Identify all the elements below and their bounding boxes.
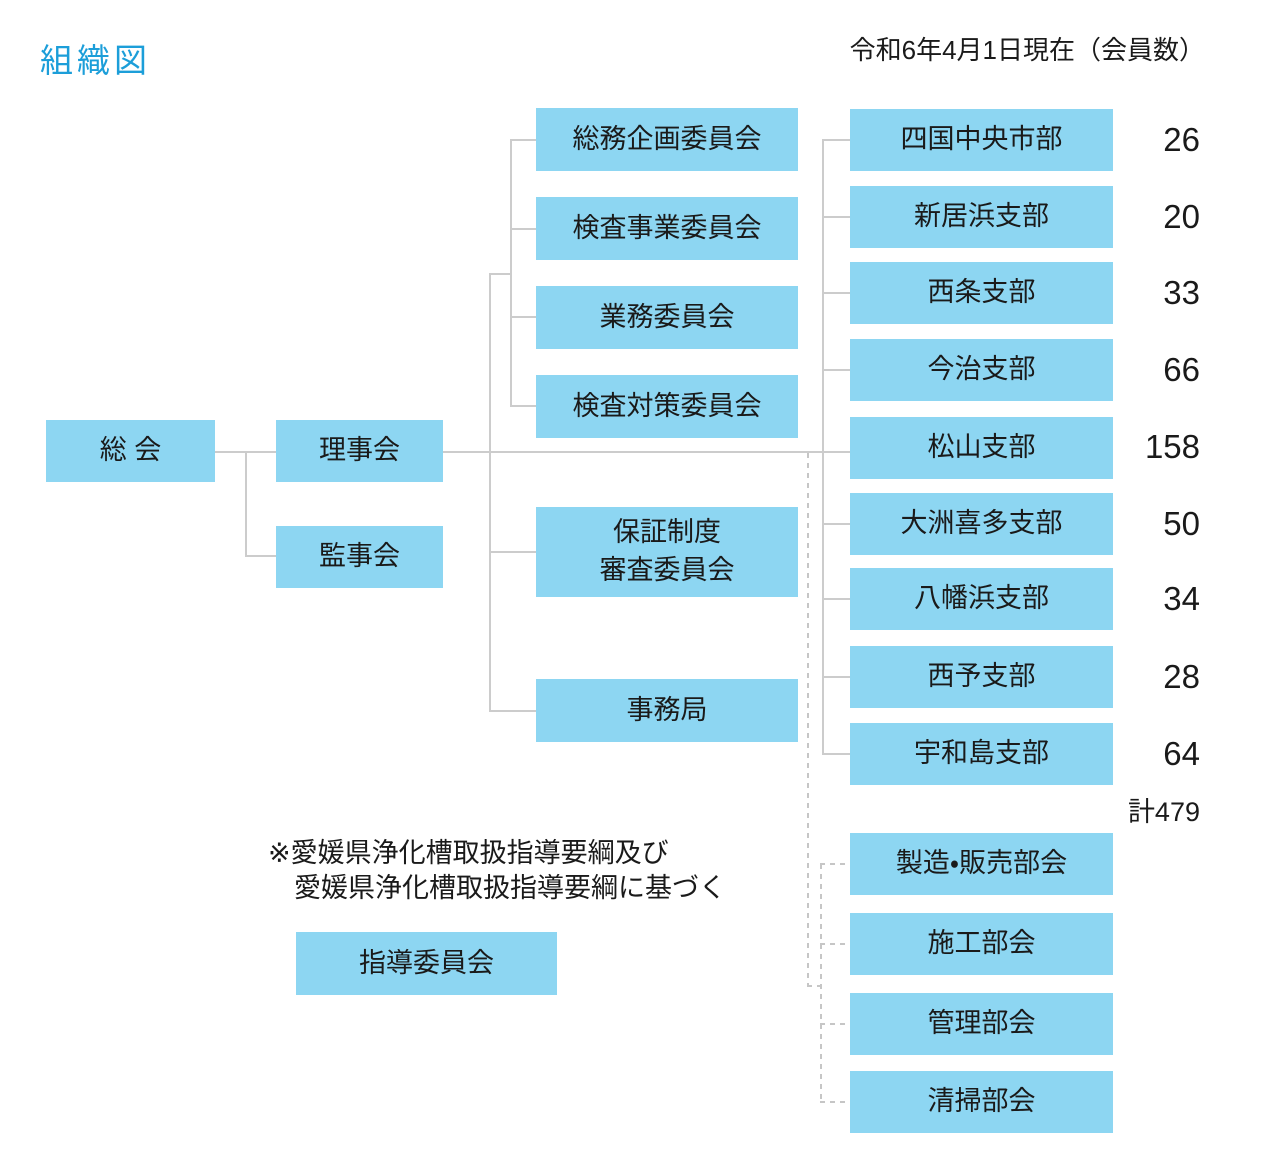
node-guarantee-system-review-committee: 保証制度 審査委員会	[536, 507, 798, 597]
branch-count: 50	[1163, 505, 1200, 542]
guarantee-committee-line2: 審査委員会	[599, 555, 735, 585]
connector	[822, 139, 850, 141]
connector	[510, 139, 512, 407]
connector	[245, 451, 247, 557]
branch-count: 34	[1163, 580, 1200, 617]
dashed-connector	[807, 985, 822, 987]
node-secretariat: 事務局	[536, 679, 798, 742]
branch-box: 大洲喜多支部	[850, 493, 1113, 555]
connector	[822, 753, 850, 755]
node-general-affairs-planning-committee: 総務企画委員会	[536, 108, 798, 171]
dashed-connector	[820, 1101, 850, 1103]
node-inspection-business-committee: 検査事業委員会	[536, 197, 798, 260]
guarantee-committee-line1: 保証制度	[613, 517, 721, 548]
dashed-connector	[820, 943, 850, 945]
members-total: 計479	[1127, 797, 1200, 827]
connector	[822, 369, 850, 371]
connector	[443, 451, 850, 453]
connector	[822, 598, 850, 600]
connector	[489, 273, 512, 275]
dashed-connector	[807, 453, 809, 987]
connector	[510, 316, 536, 318]
division-box: 管理部会	[850, 993, 1113, 1055]
connector	[510, 228, 536, 230]
branch-box: 新居浜支部	[850, 186, 1113, 248]
connector	[822, 676, 850, 678]
connector	[822, 140, 824, 755]
node-general-meeting: 総 会	[46, 420, 215, 482]
connector	[510, 405, 536, 407]
division-box: 清掃部会	[850, 1071, 1113, 1133]
branch-count: 158	[1144, 428, 1200, 465]
branch-box: 今治支部	[850, 339, 1113, 401]
connector	[822, 216, 850, 218]
page-title: 組織図	[40, 42, 151, 79]
node-guidance-committee: 指導委員会	[296, 932, 557, 995]
connector	[489, 551, 536, 553]
connector	[822, 523, 850, 525]
division-box: 施工部会	[850, 913, 1113, 975]
footnote-line1: ※愛媛県浄化槽取扱指導要綱及び	[268, 838, 669, 868]
branch-count: 20	[1163, 198, 1200, 235]
node-board-of-directors: 理事会	[276, 420, 443, 482]
branch-count: 28	[1163, 658, 1200, 695]
node-inspection-countermeasures-committee: 検査対策委員会	[536, 375, 798, 438]
dashed-connector	[820, 1023, 850, 1025]
footnote-line2: 愛媛県浄化槽取扱指導要綱に基づく	[294, 873, 726, 903]
dashed-connector	[820, 863, 850, 865]
node-operations-committee: 業務委員会	[536, 286, 798, 349]
dashed-connector	[820, 864, 822, 1103]
connector	[510, 139, 536, 141]
branch-box: 八幡浜支部	[850, 568, 1113, 630]
branch-count: 33	[1163, 274, 1200, 311]
branch-box: 四国中央市部	[850, 109, 1113, 171]
connector	[489, 710, 536, 712]
branch-count: 66	[1163, 351, 1200, 388]
connector	[822, 292, 850, 294]
branch-box: 松山支部	[850, 417, 1113, 479]
connector	[489, 273, 491, 712]
footnote: ※愛媛県浄化槽取扱指導要綱及び 愛媛県浄化槽取扱指導要綱に基づく	[268, 836, 726, 906]
branch-count: 64	[1163, 735, 1200, 772]
branch-box: 西条支部	[850, 262, 1113, 324]
node-auditors-board: 監事会	[276, 526, 443, 588]
branch-box: 西予支部	[850, 646, 1113, 708]
date-note: 令和6年4月1日現在（会員数）	[849, 35, 1205, 65]
branch-box: 宇和島支部	[850, 723, 1113, 785]
division-box: 製造・販売部会	[850, 833, 1113, 895]
connector	[245, 555, 276, 557]
branch-count: 26	[1163, 121, 1200, 158]
